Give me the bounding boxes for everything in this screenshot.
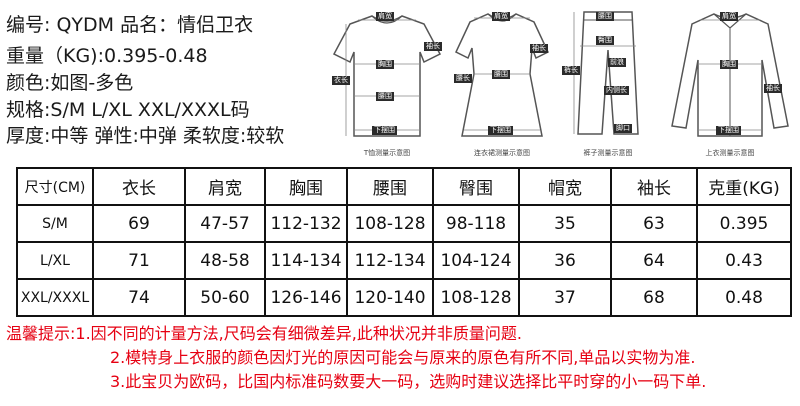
caption-dress: 连衣裙测量示意图 — [474, 149, 530, 157]
note-3: 3.此宝贝为欧码，比国内标准码数要大一码，选购时建议选择比平时穿的小一码下单. — [110, 372, 707, 391]
header-chest: 胸围 — [264, 167, 348, 206]
tag-sleeve: 袖长 — [764, 84, 782, 93]
table-header-row: 尺寸(CM) 衣长 肩宽 胸围 腰围 臀围 帽宽 袖长 克重(KG) — [16, 167, 792, 206]
note-1: 温馨提示:1.因不同的计量方法,尺码会有细微差异,此种状况并非质量问题. — [6, 324, 522, 343]
cell-size: XXL/XXXL — [16, 278, 94, 317]
cell-shoulder: 50-60 — [184, 278, 266, 317]
tshirt-diagram: 肩宽 袖长 衣长 胸围 腰围 下摆围 T恤测量示意图 — [328, 4, 446, 160]
spec-sizes: 规格:S/M L/XL XXL/XXXL码 — [6, 99, 250, 121]
tag-waist: 腰围 — [376, 92, 394, 101]
cell-waist: 112-134 — [346, 241, 434, 280]
cell-arm: 98-118 — [432, 204, 520, 243]
table-row: L/XL 71 48-58 114-134 112-134 104-124 36… — [16, 241, 792, 280]
size-chart-table: 尺寸(CM) 衣长 肩宽 胸围 腰围 臀围 帽宽 袖长 克重(KG) S/M 6… — [16, 167, 792, 317]
tag-length: 衣长 — [332, 76, 350, 85]
table-row: S/M 69 47-57 112-132 108-128 98-118 35 6… — [16, 204, 792, 243]
tag-hip: 臀围 — [596, 36, 614, 45]
tag-leg-opening: 脚口 — [614, 124, 632, 133]
tag-shoulder: 肩宽 — [720, 12, 738, 21]
cell-chest: 112-132 — [264, 204, 348, 243]
header-length: 衣长 — [92, 167, 186, 206]
tag-sleeve: 袖长 — [530, 44, 548, 53]
header-arm: 臀围 — [432, 167, 520, 206]
cell-arm: 104-124 — [432, 241, 520, 280]
caption-pants: 裤子测量示意图 — [583, 149, 633, 157]
tag-hem: 下摆围 — [716, 126, 741, 135]
header-weight: 克重(KG) — [696, 167, 792, 206]
cell-sleeve: 63 — [610, 204, 698, 243]
warm-tips: 温馨提示:1.因不同的计量方法,尺码会有细微差异,此种状况并非质量问题. 2.模… — [6, 322, 796, 394]
spec-product-id-name: 编号: QYDM 品名：情侣卫衣 — [6, 14, 254, 36]
cell-weight: 0.43 — [696, 241, 792, 280]
cell-length: 69 — [92, 204, 186, 243]
cell-size: L/XL — [16, 241, 94, 280]
pants-diagram: 腰围 臀围 裤长 前浪 内侧长 脚口 裤子测量示意图 — [562, 4, 654, 160]
tag-front-rise: 前浪 — [608, 58, 626, 67]
cell-length: 71 — [92, 241, 186, 280]
cell-waist: 108-128 — [346, 204, 434, 243]
tag-hem: 下摆围 — [488, 126, 513, 135]
cell-hood-width: 35 — [518, 204, 612, 243]
tag-body-length: 腰长 — [454, 74, 472, 83]
cell-sleeve: 68 — [610, 278, 698, 317]
tag-shoulder: 肩宽 — [376, 12, 394, 21]
cell-hood-width: 36 — [518, 241, 612, 280]
measurement-diagrams: 肩宽 袖长 衣长 胸围 腰围 下摆围 T恤测量示意图 肩宽 袖长 腰长 腰围 下… — [328, 4, 798, 160]
spec-fabric: 厚度:中等 弹性:中弹 柔软度:较软 — [6, 125, 285, 147]
tag-sleeve: 袖长 — [424, 42, 442, 51]
tag-shoulder: 肩宽 — [492, 12, 510, 21]
caption-tshirt: T恤测量示意图 — [363, 149, 411, 157]
caption-shirt: 上衣测量示意图 — [705, 149, 755, 157]
note-2: 2.模特身上衣服的颜色因灯光的原因可能会与原来的原色有所不同,单品以实物为准. — [110, 348, 696, 367]
header-size: 尺寸(CM) — [16, 167, 94, 206]
cell-sleeve: 64 — [610, 241, 698, 280]
cell-shoulder: 48-58 — [184, 241, 266, 280]
shirt-diagram: 肩宽 胸围 袖长 下摆围 上衣测量示意图 — [664, 4, 796, 160]
header-sleeve: 袖长 — [610, 167, 698, 206]
cell-weight: 0.48 — [696, 278, 792, 317]
cell-chest: 114-134 — [264, 241, 348, 280]
pants-illustration — [573, 11, 639, 135]
spec-weight: 重量（KG):0.395-0.48 — [6, 45, 208, 67]
tag-waist: 腰围 — [492, 70, 510, 79]
cell-hood-width: 37 — [518, 278, 612, 317]
cell-arm: 108-128 — [432, 278, 520, 317]
spec-color: 颜色:如图-多色 — [6, 72, 134, 94]
table-row: XXL/XXXL 74 50-60 126-146 120-140 108-12… — [16, 278, 792, 317]
cell-size: S/M — [16, 204, 94, 243]
cell-length: 74 — [92, 278, 186, 317]
cell-chest: 126-146 — [264, 278, 348, 317]
header-shoulder: 肩宽 — [184, 167, 266, 206]
header-waist: 腰围 — [346, 167, 434, 206]
tag-inseam: 内侧长 — [604, 86, 629, 95]
tag-hem: 下摆围 — [372, 126, 397, 135]
tag-pants-length: 裤长 — [562, 66, 580, 75]
cell-weight: 0.395 — [696, 204, 792, 243]
cell-waist: 120-140 — [346, 278, 434, 317]
cell-shoulder: 47-57 — [184, 204, 266, 243]
tag-waist: 腰围 — [596, 12, 614, 21]
tag-chest: 胸围 — [376, 60, 394, 69]
dress-diagram: 肩宽 袖长 腰长 腰围 下摆围 连衣裙测量示意图 — [452, 4, 552, 160]
header-hood-width: 帽宽 — [518, 167, 612, 206]
tag-chest: 胸围 — [720, 60, 738, 69]
